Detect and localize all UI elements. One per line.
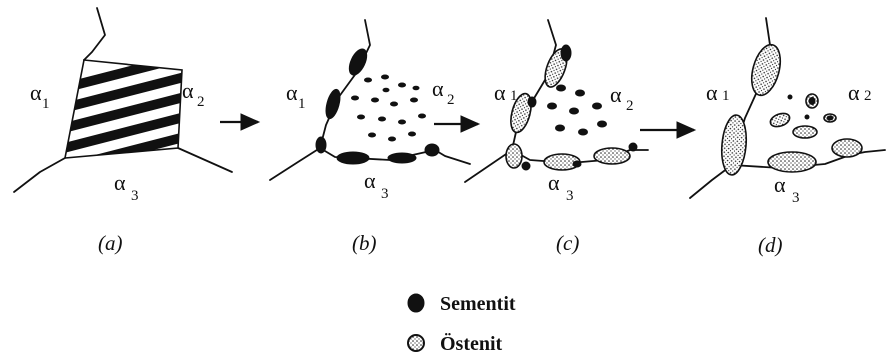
- grain-boundary-right: [178, 148, 232, 172]
- alpha1-subscript: 1: [722, 88, 730, 104]
- austenite-grains-d: [719, 42, 862, 176]
- austenite-grains-boundary: [506, 46, 630, 170]
- alpha2-subscript: 2: [864, 88, 872, 104]
- alpha3-subscript: 3: [381, 186, 389, 202]
- alpha2-subscript: 2: [626, 98, 634, 114]
- panel-c: α 1 α 2 α 3 (c): [465, 20, 648, 255]
- austenite-legend-swatch: [408, 335, 424, 351]
- alpha2-label: α: [432, 76, 444, 101]
- caption-a: (a): [98, 231, 123, 255]
- alpha1-label: α: [494, 80, 506, 105]
- cementite-legend-swatch: [408, 294, 424, 312]
- alpha1-subscript: 1: [298, 96, 306, 112]
- panel-a: α 1 α 2 α 3 (a): [14, 8, 232, 255]
- grain-boundary-left: [14, 158, 65, 192]
- alpha3-subscript: 3: [792, 190, 800, 206]
- alpha1-label: α: [706, 80, 718, 105]
- cementite-legend-label: Sementit: [440, 293, 516, 315]
- panel-b: α 1 α 2 α 3 (b): [270, 20, 470, 255]
- alpha1-subscript: 1: [510, 88, 518, 104]
- alpha3-label: α: [548, 170, 560, 195]
- cementite-particles-boundary: [316, 46, 439, 164]
- alpha1-label: α: [30, 80, 42, 105]
- alpha2-label: α: [848, 80, 860, 105]
- alpha2-subscript: 2: [447, 92, 455, 108]
- caption-c: (c): [556, 231, 579, 255]
- alpha3-subscript: 3: [131, 188, 139, 204]
- grain-boundary-top: [84, 8, 105, 60]
- austenite-legend-label: Östenit: [440, 332, 503, 355]
- alpha1-label: α: [286, 80, 298, 105]
- alpha3-label: α: [364, 168, 376, 193]
- alpha3-label: α: [114, 170, 126, 195]
- alpha2-subscript: 2: [197, 94, 205, 110]
- alpha3-label: α: [774, 172, 786, 197]
- legend: Sementit Östenit: [408, 293, 516, 355]
- caption-b: (b): [352, 231, 377, 255]
- pearlite-lamellae: [60, 48, 200, 194]
- alpha2-label: α: [610, 82, 622, 107]
- alpha1-subscript: 1: [42, 96, 50, 112]
- cementite-particles-interior: [351, 75, 426, 142]
- panel-d: α 1 α 2 α 3 (d): [690, 18, 885, 257]
- caption-d: (d): [758, 233, 783, 257]
- alpha3-subscript: 3: [566, 188, 574, 204]
- alpha2-label: α: [182, 78, 194, 103]
